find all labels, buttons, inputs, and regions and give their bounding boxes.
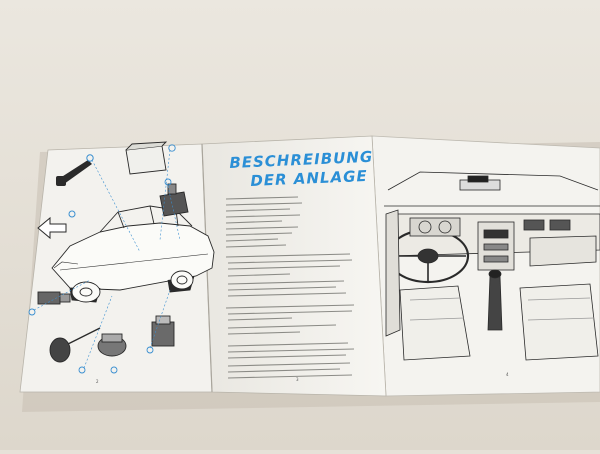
siren-icon — [159, 178, 189, 217]
car-illustration — [51, 205, 215, 303]
body-text-lines — [225, 196, 355, 379]
switch-icon — [28, 291, 71, 316]
svg-text:2: 2 — [96, 379, 99, 384]
key-icon — [56, 154, 94, 186]
horn-icon — [49, 327, 101, 374]
relay-icon — [146, 315, 175, 354]
actuator-icon — [97, 333, 127, 374]
control-unit-icon — [125, 141, 176, 175]
arrow-icon — [37, 210, 76, 240]
svg-text:4: 4 — [506, 372, 509, 377]
svg-text:3: 3 — [296, 377, 299, 382]
dashboard-illustration — [384, 171, 600, 361]
